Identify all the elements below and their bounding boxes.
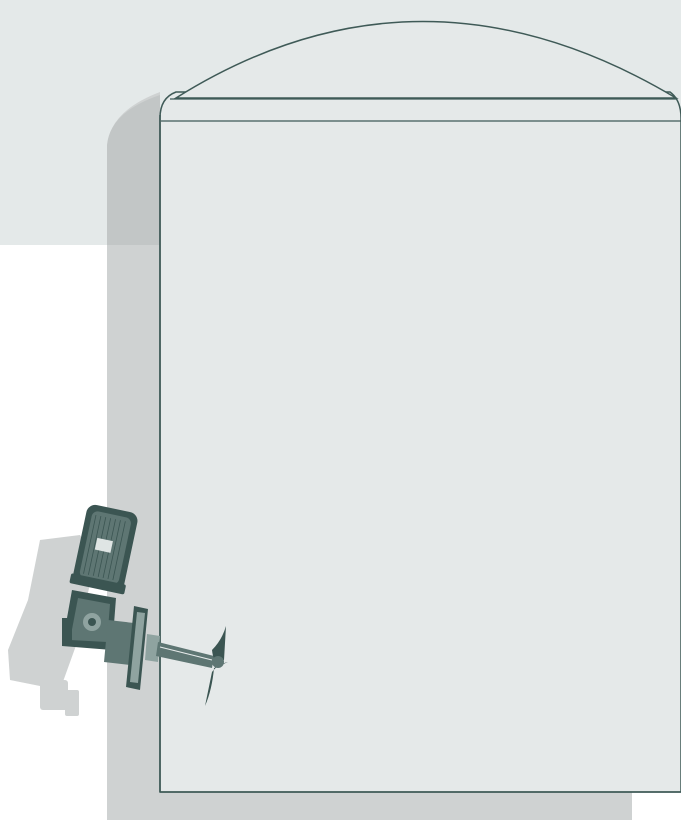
mounting-flange-icon xyxy=(126,606,148,690)
agitator-assembly xyxy=(62,504,228,706)
propeller-icon xyxy=(205,626,228,706)
shaft-icon xyxy=(156,642,214,668)
tank-body xyxy=(159,91,681,793)
tank-base-shadow xyxy=(107,790,632,820)
gearbox-icon xyxy=(62,590,116,650)
tank-dome xyxy=(173,20,679,99)
coupling xyxy=(104,620,134,665)
motor-icon xyxy=(69,504,138,595)
tank-upper-shadow xyxy=(107,95,160,245)
